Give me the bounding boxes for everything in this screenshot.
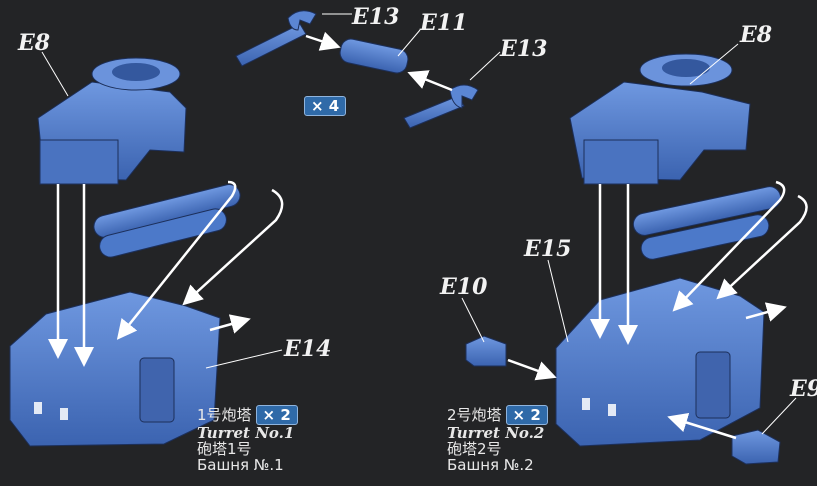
turret-2-en-name: Turret No.2 xyxy=(447,424,545,442)
label-e13-right: E13 xyxy=(499,36,547,62)
turret-2-assembly: E8 E15 E10 E9 xyxy=(439,22,817,465)
leader-e10 xyxy=(461,297,485,343)
turret-2-title-row: 2号炮塔× 2 xyxy=(447,405,548,425)
turret-1-ru-name: Башня №.1 xyxy=(197,456,284,474)
part-e11 xyxy=(339,38,409,74)
arrow-e13-to-e11-right xyxy=(407,70,453,92)
turret-2-quantity-badge: × 2 xyxy=(505,405,548,425)
turret-1-en-name: Turret No.1 xyxy=(197,424,295,442)
arrow-e15-side xyxy=(745,302,787,322)
part-e13-top xyxy=(235,10,317,67)
turret-2-zh-title: 2号炮塔 xyxy=(447,406,502,424)
leader-e9 xyxy=(761,397,797,435)
leader-e8-right xyxy=(689,43,739,85)
part-e10 xyxy=(465,335,507,367)
barrel-quantity: × 4 xyxy=(300,96,347,116)
turret-1-zh-alt: 砲塔1号 xyxy=(197,440,252,458)
barrel-assembly-top: E13 E11 E13 xyxy=(235,4,547,129)
turret-1-zh-title: 1号炮塔 xyxy=(197,406,252,424)
barrel-quantity-badge: × 4 xyxy=(304,96,347,116)
label-e15: E15 xyxy=(523,236,571,262)
leader-e11 xyxy=(397,29,421,57)
turret-1-assembly: E8 E14 xyxy=(9,30,331,447)
arrow-barrel-left-2 xyxy=(182,188,284,306)
arrow-e9-to-e15 xyxy=(667,412,737,440)
leader-e13-right xyxy=(469,51,501,81)
turret-2-zh-alt: 砲塔2号 xyxy=(447,440,502,458)
part-barrels-left xyxy=(93,184,241,258)
label-e11: E11 xyxy=(419,10,467,36)
label-e8-left: E8 xyxy=(17,30,50,56)
turret-2-ru-name: Башня №.2 xyxy=(447,456,534,474)
arrow-e13-to-e11 xyxy=(305,31,341,51)
part-e8-left xyxy=(37,57,187,185)
label-e14: E14 xyxy=(283,336,331,362)
label-e13-top: E13 xyxy=(351,4,399,30)
turret-2-caption: 2号炮塔× 2 Turret No.2 砲塔2号 Башня №.2 xyxy=(447,405,548,473)
leader-e15 xyxy=(547,259,569,343)
part-e15 xyxy=(555,277,765,447)
part-e9 xyxy=(731,429,781,465)
turret-1-quantity-badge: × 2 xyxy=(255,405,298,425)
leader-e8-left xyxy=(41,51,69,97)
label-e10: E10 xyxy=(439,274,488,300)
arrow-e10-to-e15 xyxy=(507,358,557,381)
part-e8-right xyxy=(569,53,751,185)
arrow-barrel-right-1 xyxy=(672,180,786,312)
arrow-barrel-left-1 xyxy=(116,180,237,340)
turret-1-title-row: 1号炮塔× 2 xyxy=(197,405,298,425)
part-e14 xyxy=(9,291,221,447)
turret-1-caption: 1号炮塔× 2 Turret No.1 砲塔1号 Башня №.1 xyxy=(197,405,298,473)
arrow-barrel-right-2 xyxy=(716,194,808,300)
arrow-e14-side xyxy=(209,314,251,334)
leader-e14 xyxy=(205,349,283,369)
label-e8-right: E8 xyxy=(739,22,772,48)
part-barrels-right xyxy=(632,186,782,260)
label-e9: E9 xyxy=(789,376,817,402)
part-e13-right xyxy=(403,84,479,129)
